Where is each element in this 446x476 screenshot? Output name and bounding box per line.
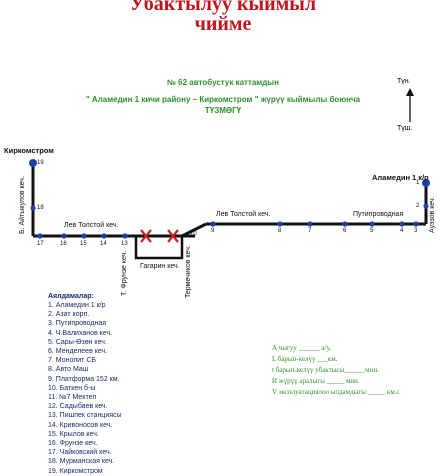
street-label-termechikov: Термечиков кеч. bbox=[185, 245, 192, 298]
stop-label-13: 13 bbox=[121, 241, 128, 247]
stop-label-10: 10 bbox=[190, 231, 197, 237]
street-label-frunze: Т. Фрунзе кеч. bbox=[121, 250, 128, 296]
stop-label-17: 17 bbox=[37, 241, 44, 247]
legend-item: 1. Аламедин 1 к/р bbox=[48, 302, 106, 309]
legend-item: 8. Авто Маш bbox=[48, 366, 89, 374]
legend-item: 3. Путипроводная bbox=[48, 320, 107, 328]
legend-item: 12. Садыбаев кеч. bbox=[48, 403, 108, 411]
stop-label-7: 7 bbox=[308, 228, 312, 234]
stop-marker-17 bbox=[37, 233, 43, 239]
legend-item: 19. Киркомстром bbox=[48, 467, 103, 475]
legend-item: 9. Платформа 152 км. bbox=[48, 375, 120, 383]
stop-marker-14 bbox=[101, 233, 107, 239]
stop-marker-4 bbox=[399, 221, 405, 227]
caption-line3: ТҮЗМӨГҮ bbox=[204, 106, 242, 115]
legend-item: 4. Ч.Валиханов кеч. bbox=[48, 329, 113, 337]
header-title-line1: Убактылуу кыймыл bbox=[129, 0, 317, 15]
stop-marker-19 bbox=[29, 159, 37, 167]
legend-item: 2. Азат корп. bbox=[48, 311, 90, 319]
stop-label-9: 9 bbox=[211, 228, 215, 234]
stop-marker-15 bbox=[81, 233, 87, 239]
header-title-line2: чиймe bbox=[194, 13, 252, 35]
stop-marker-2 bbox=[423, 203, 429, 209]
stop-label-16: 16 bbox=[60, 241, 67, 247]
north-arrow-icon bbox=[406, 88, 414, 122]
stop-label-5: 5 bbox=[370, 228, 374, 234]
stop-label-15: 15 bbox=[80, 241, 87, 247]
stop-label-6: 6 bbox=[343, 228, 347, 234]
stop-marker-7 bbox=[307, 221, 313, 227]
closure-x-icon-1 bbox=[140, 229, 152, 243]
stop-marker-5 bbox=[369, 221, 375, 227]
info-line-2: L барып-келүү ___км. bbox=[272, 355, 338, 363]
stop-marker-9 bbox=[210, 221, 216, 227]
caption-line2: " Аламедин 1 кичи району – Киркомстром "… bbox=[85, 95, 361, 104]
legend-title: Аялдамалар: bbox=[48, 293, 94, 300]
closure-x-icon-2 bbox=[167, 229, 179, 243]
stop-label-14: 14 bbox=[100, 241, 107, 247]
stop-label-18: 18 bbox=[37, 205, 44, 211]
route-detour-gagarin bbox=[134, 236, 184, 260]
info-line-1: А чыгуу ______ а/у. bbox=[272, 344, 332, 352]
stop-label-1: 1 bbox=[416, 180, 420, 186]
stop-marker-18 bbox=[30, 205, 36, 211]
stop-label-19: 19 bbox=[37, 160, 44, 166]
route-segment-bend bbox=[181, 222, 207, 238]
legend-item: 5. Сары-Өзөн кеч. bbox=[48, 338, 107, 346]
info-line-3: t барып-келүү убактысы______мин. bbox=[272, 366, 379, 374]
legend-item: 17. Чайковский кеч. bbox=[48, 449, 112, 457]
stop-marker-1 bbox=[422, 179, 430, 187]
street-label-tolstoy-left: Лев Толстой кеч. bbox=[64, 222, 119, 229]
terminus-right-label: Аламедин 1 к/р bbox=[372, 173, 429, 182]
compass-south-label: Түш. bbox=[397, 125, 413, 132]
stop-label-4: 4 bbox=[400, 228, 404, 234]
stop-label-3: 3 bbox=[414, 228, 418, 234]
info-line-5: V эксплуатациялоо ылдамдыгы _____ км.с bbox=[272, 388, 400, 396]
stop-marker-3 bbox=[413, 221, 419, 227]
legend-item: 18. Мурманская кеч. bbox=[48, 458, 115, 466]
legend-list: 1. Аламедин 1 к/р 2. Азат корп.3. Путипро… bbox=[48, 301, 122, 476]
street-label-aitykulov: Б. Айтыкулов кеч. bbox=[19, 176, 26, 234]
stop-marker-6 bbox=[342, 221, 348, 227]
legend-item: 13. Пишпек станциясы bbox=[48, 412, 122, 420]
terminus-left-label: Киркомстром bbox=[4, 146, 54, 155]
street-label-auezov: Ауэзов кеч. bbox=[429, 196, 436, 233]
info-line-4: И жүрүү аралыгы _____ мин. bbox=[272, 377, 360, 385]
caption-line1: № 62 автобустук каттамдын bbox=[167, 78, 279, 87]
legend-item: 10. Баткен б-ы bbox=[48, 384, 96, 392]
street-label-putiprovodnaya: Путипроводная bbox=[353, 211, 404, 218]
legend-item: 7. Монолит СБ bbox=[48, 357, 96, 365]
street-label-gagarin: Гагарин кеч. bbox=[140, 263, 180, 270]
stop-label-8: 8 bbox=[278, 228, 282, 234]
stop-marker-16 bbox=[61, 233, 67, 239]
legend-item: 15. Крылов кеч. bbox=[48, 430, 99, 438]
stop-marker-8 bbox=[277, 221, 283, 227]
stop-label-2: 2 bbox=[416, 203, 420, 209]
legend-item: 16. Фрунзе кеч. bbox=[48, 440, 98, 448]
legend-item: 6. Менделеев кеч. bbox=[48, 348, 108, 356]
legend-item: 14. Кривоносов кеч. bbox=[48, 421, 113, 429]
street-label-tolstoy-right: Лев Толстой кеч. bbox=[216, 211, 271, 218]
legend-item: 11. №7 Мектеп bbox=[48, 394, 97, 402]
compass-north-label: Түн. bbox=[397, 78, 411, 85]
stop-marker-13 bbox=[122, 233, 128, 239]
